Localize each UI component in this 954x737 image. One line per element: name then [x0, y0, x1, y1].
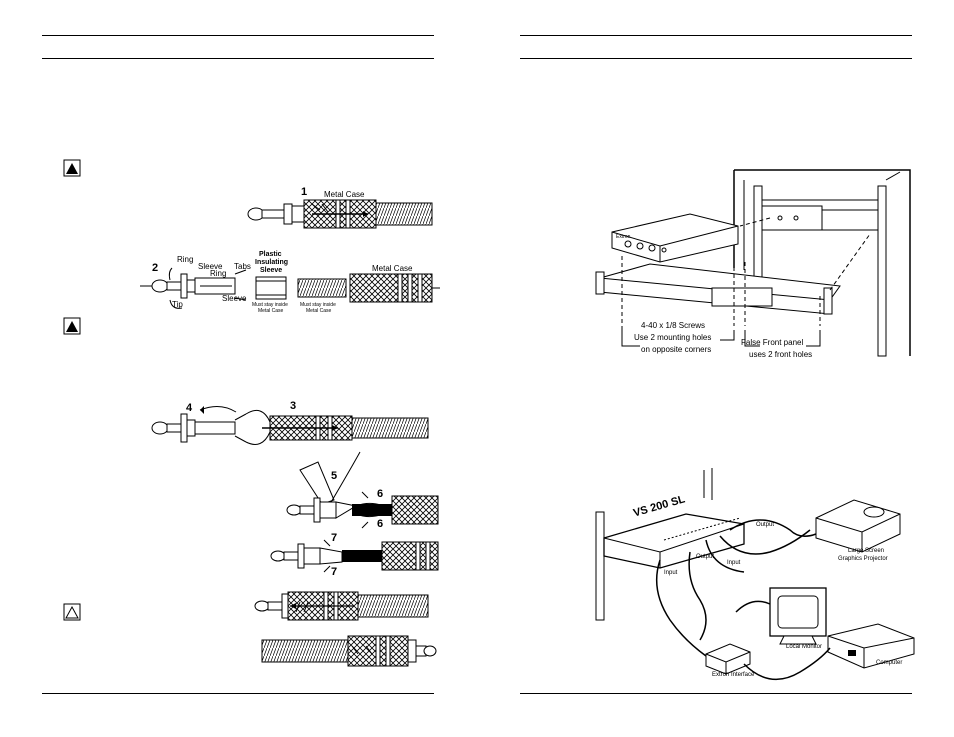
plug-crimp-figure: [270, 539, 439, 573]
left-header-rule-bottom: [42, 58, 434, 59]
left-footer-rule: [42, 693, 434, 694]
label-metal-case-2: Metal Case: [372, 264, 413, 273]
label-false-front: False Front panel: [741, 338, 804, 347]
callout-3: 3: [290, 400, 297, 412]
label-metal-case-top: Metal Case: [324, 190, 365, 199]
system-cables: [655, 519, 831, 681]
label-ring: Ring: [177, 255, 194, 264]
label-tip: Tip: [172, 300, 183, 309]
left-header-rule-top: [42, 35, 434, 36]
label-front-holes: uses 2 front holes: [749, 350, 813, 359]
label-plastic-3: Sleeve: [260, 267, 283, 274]
warning-icon: [63, 159, 81, 177]
rack-shelf: [595, 263, 841, 315]
label-brackets: [621, 326, 821, 347]
extron-interface: [705, 643, 751, 675]
plug-parts-figure: [140, 267, 440, 309]
label-use-holes: Use 2 mounting holes: [634, 333, 712, 342]
label-plastic-1: Plastic: [259, 251, 282, 258]
rack-cabinet: [733, 169, 911, 357]
device-in-rack: [761, 205, 879, 231]
equipment-rack-left: [595, 468, 713, 621]
label-must-stay-1b: Metal Case: [258, 308, 284, 314]
label-opposite-corners: on opposite corners: [641, 345, 712, 354]
callout-2: 2: [152, 262, 159, 274]
caution-icon: [63, 603, 81, 621]
vs200-device: [603, 513, 745, 569]
right-header-rule-top: [520, 35, 912, 36]
right-header-rule-bottom: [520, 58, 912, 59]
label-output-2: Output: [696, 554, 715, 560]
callout-6a: 6: [377, 488, 384, 500]
device-brand-label: Extron: [616, 234, 631, 240]
callout-1: 1: [301, 186, 308, 198]
label-sleeve-bottom: Sleeve: [222, 294, 247, 303]
label-plastic-2: Insulating: [255, 259, 289, 266]
plug-wiring-figure: [151, 406, 429, 445]
label-screws: 4-40 x 1/8 Screws: [641, 321, 706, 330]
label-output-1: Output: [756, 522, 775, 528]
computer: [827, 623, 915, 669]
plug-assembled-figure: [247, 199, 433, 229]
callout-6b: 6: [377, 518, 384, 530]
plug-reassembled-figure: [254, 591, 429, 621]
plug-reversed-figure: [261, 635, 437, 667]
label-tabs: Tabs: [234, 262, 251, 271]
callout-7b: 7: [331, 566, 338, 578]
label-projector-2: Graphics Projector: [838, 556, 888, 562]
label-input-2: Input: [664, 570, 678, 576]
label-ring-2: Ring: [210, 269, 227, 278]
warning-icon: [63, 317, 81, 335]
right-footer-rule: [520, 693, 912, 694]
guide-lines: [621, 217, 871, 326]
label-must-stay-2a: Must stay inside: [300, 302, 336, 308]
label-extron-interface: Extron Interface: [712, 672, 755, 678]
projector: [815, 499, 901, 553]
callout-4: 4: [186, 402, 193, 414]
label-computer: Computer: [876, 660, 903, 666]
label-must-stay-1a: Must stay inside: [252, 302, 288, 308]
label-projector-1: Large Screen: [848, 548, 885, 554]
label-local-monitor: Local Monitor: [786, 644, 823, 650]
label-must-stay-2b: Metal Case: [306, 308, 332, 314]
label-sleeve-top: Sleeve: [198, 262, 223, 271]
soldering-figure: [286, 451, 439, 529]
device-standalone: [611, 213, 739, 263]
label-input-1: Input: [727, 560, 741, 566]
callout-7a: 7: [331, 532, 338, 544]
monitor: [769, 587, 827, 645]
callout-5: 5: [331, 470, 338, 482]
